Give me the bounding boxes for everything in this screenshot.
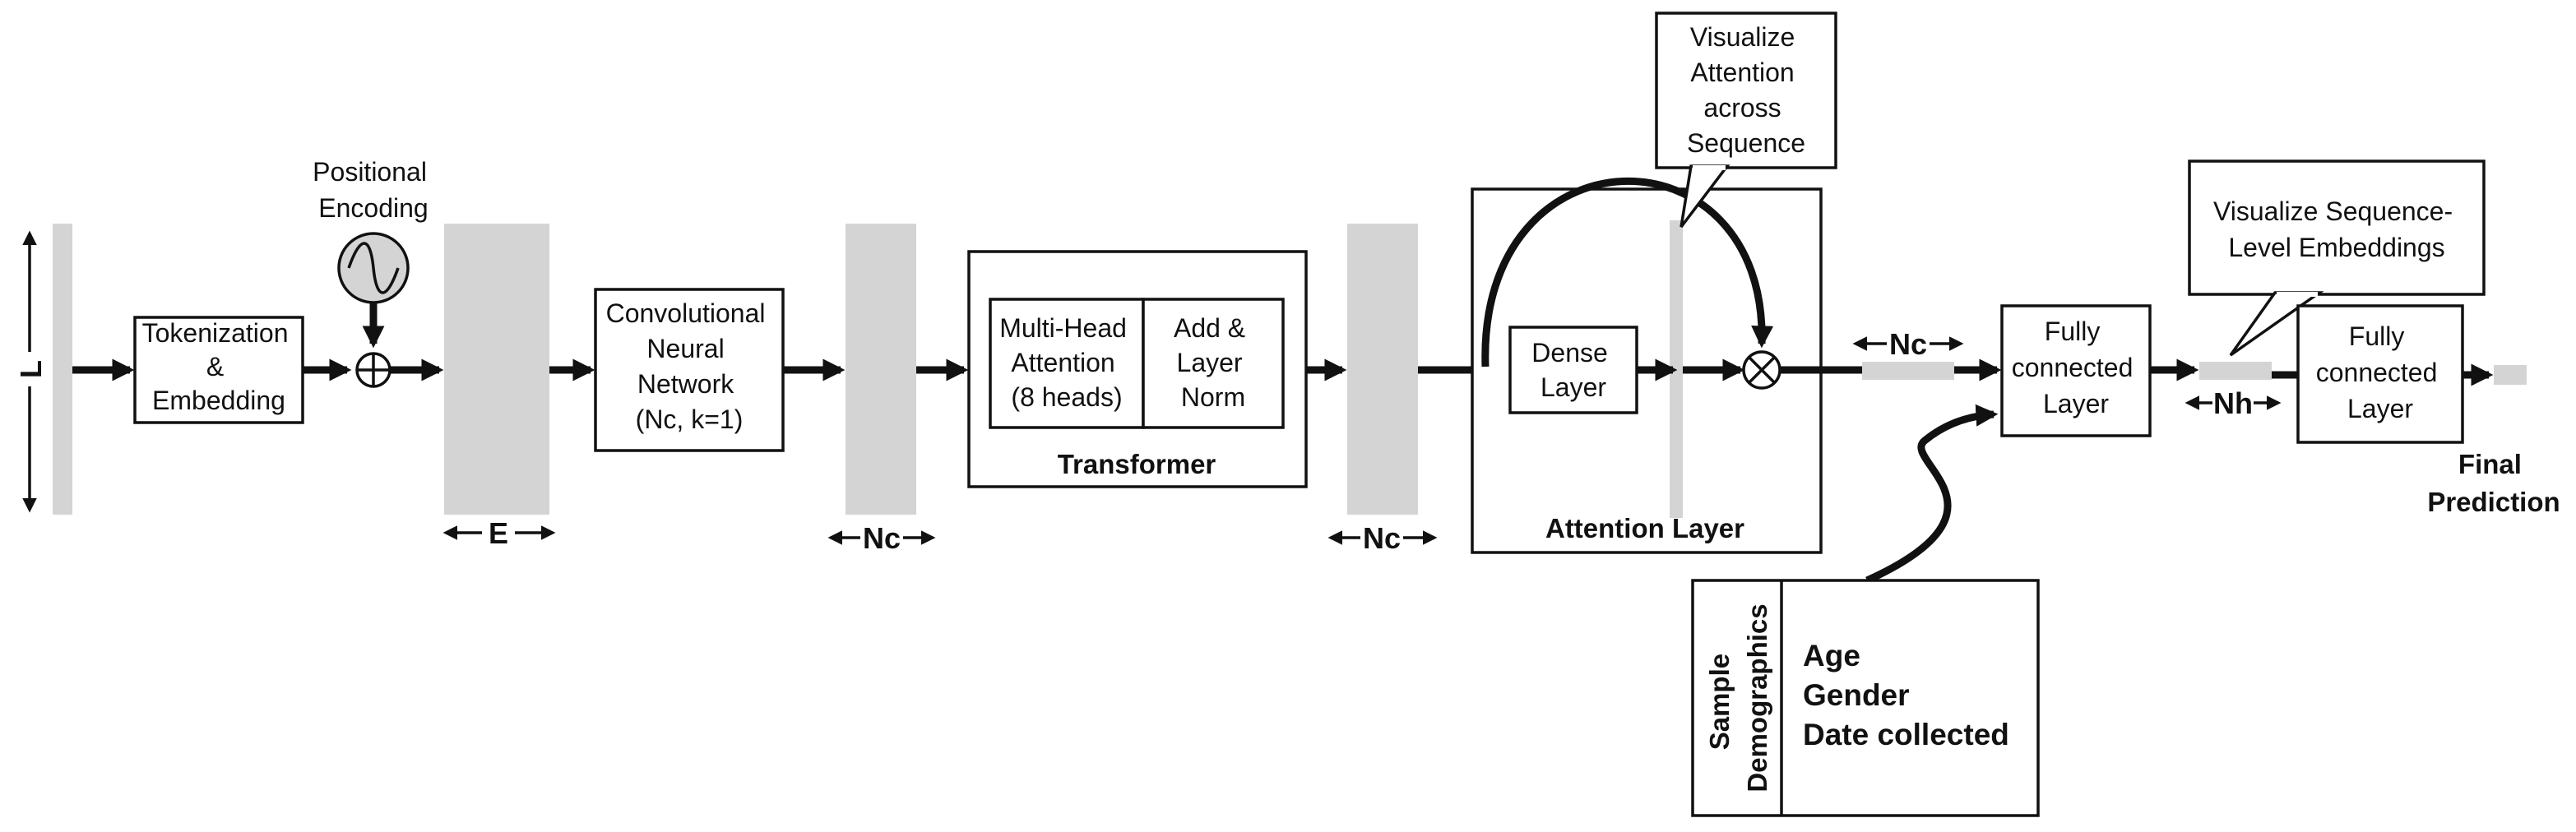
fc-layer-2-box xyxy=(2296,304,2464,444)
callout-attention-line-1: Visualize xyxy=(1690,22,1795,52)
svg-text:Sample Demographics: Sample Demographics xyxy=(1704,603,1772,792)
callout-attention-line-3: across xyxy=(1703,93,1781,122)
tokenization-label-2: & xyxy=(206,352,224,381)
cnn-label-2: Neural xyxy=(646,334,724,363)
demographics-item-gender: Gender xyxy=(1803,678,1910,712)
dim-nc-2-label: Nc xyxy=(1363,521,1401,555)
demographics-title-1: Sample xyxy=(1704,654,1735,750)
tokenization-label-3: Embedding xyxy=(152,386,285,415)
dense-label-2: Layer xyxy=(1541,372,1606,402)
svg-text:Convolutional Neural N: Convolutional Neural Network (Nc, k=1) xyxy=(606,298,773,434)
dim-e-label: E xyxy=(489,516,508,550)
dim-l-gap xyxy=(16,352,43,386)
attention-skip-arrow xyxy=(1481,177,1774,367)
dim-nc-2-gap xyxy=(1360,521,1403,554)
demographics-box xyxy=(1691,579,2040,817)
svg-text:Final Prediction: Final Prediction xyxy=(2427,449,2560,517)
cnn-label-1: Convolutional xyxy=(606,298,766,328)
tokenization-label-1: Tokenization xyxy=(142,318,289,348)
mha-label-3: (8 heads) xyxy=(1011,382,1122,412)
add-norm-label-3: Norm xyxy=(1181,382,1245,412)
fc1-label-2: connected xyxy=(2012,353,2134,382)
cnn-box xyxy=(594,288,785,452)
svg-text:Fully connected Layer: Fully connected Layer xyxy=(2012,317,2141,418)
dim-nh-gap xyxy=(2212,386,2254,419)
final-output-bar xyxy=(2494,365,2527,385)
svg-text:Visualize Attention ac: Visualize Attention across Sequence xyxy=(1687,22,1805,158)
svg-text:Add & Layer Norm: Add & Layer Norm xyxy=(1174,313,1253,412)
svg-text:Positional Encoding: Positional Encoding xyxy=(313,157,434,223)
svg-text:Dense Layer: Dense Layer xyxy=(1531,338,1615,402)
positional-encoding-label-2: Encoding xyxy=(318,193,428,223)
arrow-demographics-to-fc1 xyxy=(1865,404,1999,585)
dim-nc-1-gap xyxy=(860,521,903,554)
demographics-title-2: Demographics xyxy=(1742,603,1772,792)
dim-nh-label: Nh xyxy=(2213,386,2253,420)
input-sequence-bar xyxy=(53,224,72,515)
cnn-label-3: Network xyxy=(637,369,734,399)
add-norm-label-2: Layer xyxy=(1177,348,1243,377)
dim-l-label: L xyxy=(14,360,48,378)
demographics-item-date-collected: Date collected xyxy=(1803,718,2009,751)
fc2-label-2: connected xyxy=(2316,358,2438,387)
transformer-feature-map xyxy=(1347,224,1418,515)
positional-encoding-label-1: Positional xyxy=(313,157,427,187)
callout-attention-line-2: Attention xyxy=(1690,58,1794,87)
fc-layer-1-box xyxy=(2000,304,2152,437)
svg-text:Multi-Head Attention (: Multi-Head Attention (8 heads) xyxy=(999,313,1134,412)
mha-label-1: Multi-Head xyxy=(999,313,1127,343)
sine-wave-curve xyxy=(347,242,400,294)
attention-output-vector xyxy=(1862,362,1954,380)
dim-nc-3-gap xyxy=(1887,327,1930,360)
svg-text:Visualize Sequence- Level: Visualize Sequence- Level Embeddings xyxy=(2213,196,2460,262)
svg-text:Fully connected Layer: Fully connected Layer xyxy=(2316,321,2445,423)
cnn-label-4: (Nc, k=1) xyxy=(636,404,744,434)
cnn-feature-map xyxy=(846,224,916,515)
final-prediction-line-2: Prediction xyxy=(2427,487,2560,517)
dense-layer-box xyxy=(1508,326,1638,414)
callout-embeddings-box xyxy=(2188,159,2486,296)
dim-nc-1-label: Nc xyxy=(863,521,901,555)
demographics-item-age: Age xyxy=(1803,639,1860,673)
mha-label-2: Attention xyxy=(1011,348,1114,377)
sequence-embedding-vector xyxy=(2199,362,2272,380)
fc1-label-1: Fully xyxy=(2045,317,2101,346)
add-norm-label-1: Add & xyxy=(1174,313,1245,343)
callout-embeddings-line-2: Level Embeddings xyxy=(2228,233,2444,262)
fc2-label-1: Fully xyxy=(2349,321,2405,351)
transformer-label: Transformer xyxy=(1058,449,1216,479)
dim-e-gap xyxy=(482,516,515,549)
add-layer-norm-box xyxy=(1142,298,1285,429)
callout-attention-line-4: Sequence xyxy=(1687,128,1805,158)
dim-nc-3-label: Nc xyxy=(1889,327,1927,361)
svg-text:Tokenization & Embeddi: Tokenization & Embedding xyxy=(142,318,296,415)
dense-label-1: Dense xyxy=(1531,338,1608,367)
svg-text:Age Gender Date collec: Age Gender Date collected xyxy=(1803,639,2009,751)
callout-embeddings-line-1: Visualize Sequence- xyxy=(2213,196,2453,226)
callout-attention-box xyxy=(1655,12,1837,169)
fc1-label-3: Layer xyxy=(2043,389,2109,418)
fc2-label-3: Layer xyxy=(2347,394,2413,423)
tokenization-embedding-box xyxy=(133,316,304,424)
attention-layer-label: Attention Layer xyxy=(1545,513,1744,543)
final-prediction-line-1: Final xyxy=(2458,449,2522,479)
embedding-matrix xyxy=(444,224,549,515)
